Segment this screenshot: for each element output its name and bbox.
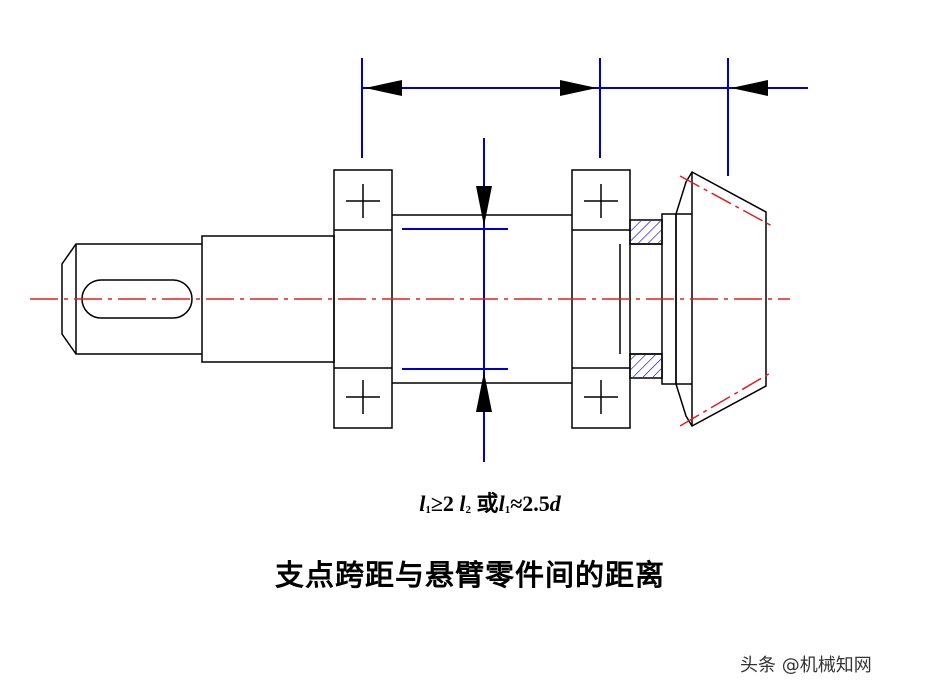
formula-l1-symbol: l (419, 491, 426, 516)
spacer-hatch-bottom (631, 355, 661, 377)
formula-l1-subscript: 1 (425, 504, 431, 516)
formula: l1≥2 l2 或l1≈2.5d (320, 486, 660, 518)
watermark: 头条 @机械知网 (740, 655, 872, 676)
arrow-l2-end (731, 80, 768, 96)
formula-l2-symbol: l (459, 491, 466, 516)
bearing-crosses (346, 184, 618, 414)
formula-approx: ≈2.5 (510, 491, 550, 516)
arrow-diameter-top (476, 186, 492, 226)
diagram-title: 支点跨距与悬臂零件间的距离 (274, 558, 665, 592)
centerlines (30, 175, 790, 427)
gear-pitch-line-top (679, 175, 773, 227)
formula-d-symbol: d (549, 491, 561, 516)
formula-or: 或 (471, 491, 499, 516)
shaft-end (61, 243, 202, 355)
spacer-hatch-top (631, 221, 661, 243)
formula-l2-subscript: 2 (465, 504, 472, 516)
bevel-gear (675, 170, 767, 428)
arrowheads (365, 80, 768, 412)
gear-pitch-line-bottom (679, 371, 773, 427)
arrow-l1-end (560, 80, 597, 96)
formula-ge: ≥2 (430, 491, 460, 516)
arrow-diameter-bottom (476, 372, 492, 412)
formula-l1b-symbol: l (498, 491, 505, 516)
formula-l1b-subscript: 1 (504, 504, 511, 516)
arrow-l1-start (365, 80, 402, 96)
dimension-lines (361, 58, 808, 462)
